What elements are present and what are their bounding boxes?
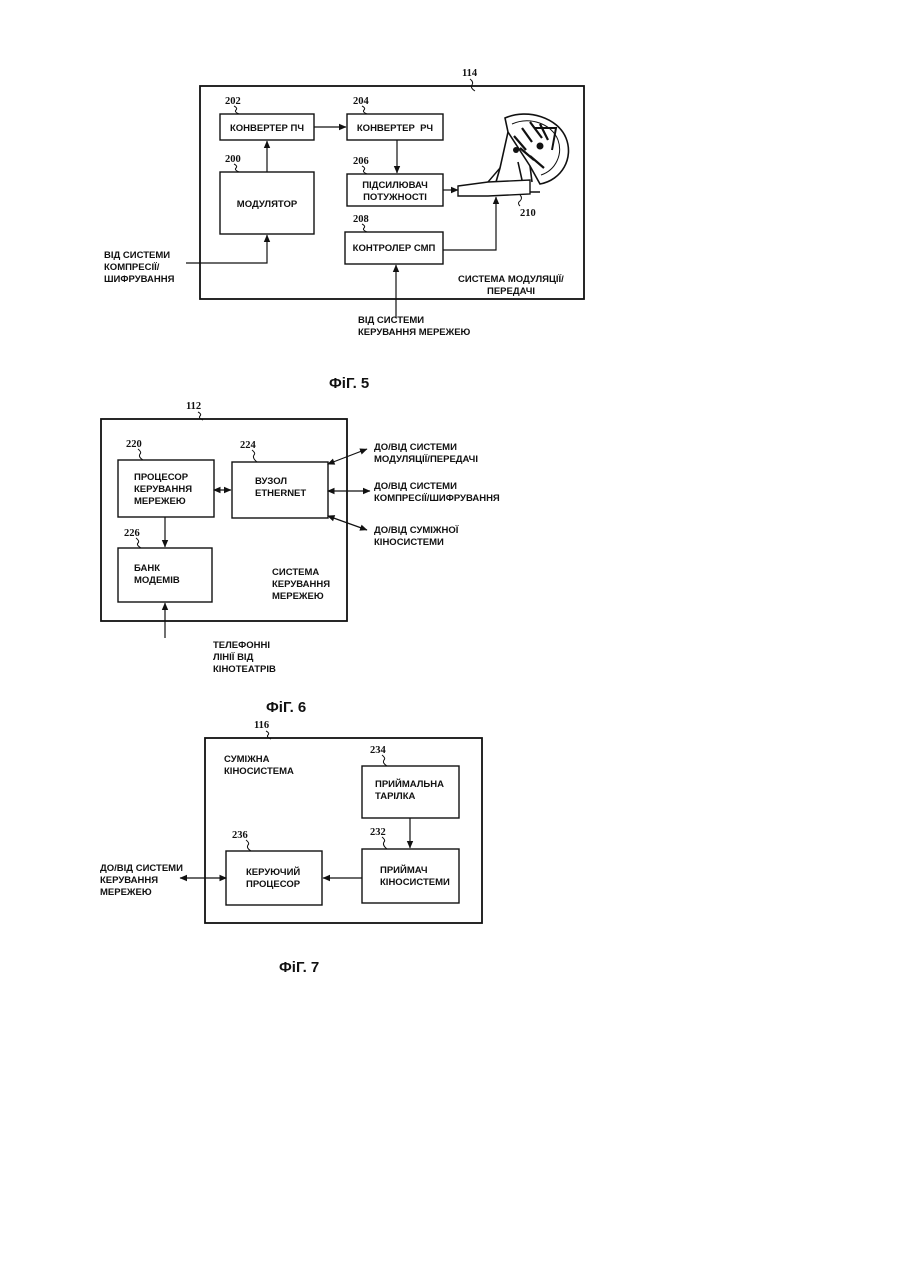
- ref-204: 204: [353, 96, 370, 107]
- ref-204-leader: [362, 106, 367, 114]
- processor-label-3: МЕРЕЖЕЮ: [134, 496, 186, 507]
- figure-7: 116 СУМІЖНА КІНОСИСТЕМА 234 ПРИЙМАЛЬНА Т…: [100, 720, 482, 976]
- ref-234: 234: [370, 745, 387, 756]
- network-input-label-1: ВІД СИСТЕМИ: [358, 315, 424, 326]
- modulation-system-label-1: СИСТЕМА МОДУЛЯЦІЇ/: [458, 274, 564, 285]
- control-processor-label-1: КЕРУЮЧИЙ: [246, 866, 300, 878]
- dish-label-1: ПРИЙМАЛЬНА: [375, 778, 444, 790]
- ref-220: 220: [126, 439, 142, 450]
- modem-bank-label-2: МОДЕМІВ: [134, 575, 180, 586]
- ref-236-leader: [246, 840, 251, 851]
- receiver-label-1: ПРИЙМАЧ: [380, 864, 428, 876]
- ref-208-leader: [362, 224, 367, 232]
- if-converter-label: КОНВЕРТЕР ПЧ: [230, 123, 304, 134]
- link-network-label-1: ДО/ВІД СИСТЕМИ: [100, 863, 183, 874]
- modulator-label: МОДУЛЯТОР: [237, 199, 298, 210]
- link-network-label-3: МЕРЕЖЕЮ: [100, 887, 152, 898]
- dish-label-2: ТАРІЛКА: [375, 791, 416, 802]
- arrow-compression-input: [186, 235, 267, 263]
- receiver-label-2: КІНОСИСТЕМИ: [380, 877, 450, 888]
- link-compression-label-2: КОМПРЕСІЇ/ШИФРУВАННЯ: [374, 493, 500, 504]
- ref-210-leader: [519, 195, 522, 206]
- ref-208: 208: [353, 214, 369, 225]
- figure-6: 112 220 ПРОЦЕСОР КЕРУВАННЯ МЕРЕЖЕЮ 224 В…: [101, 401, 500, 716]
- link-modulation-label-1: ДО/ВІД СИСТЕМИ: [374, 442, 457, 453]
- ref-200: 200: [225, 154, 241, 165]
- ref-114: 114: [462, 68, 478, 79]
- rf-converter-label: КОНВЕРТЕР РЧ: [357, 123, 434, 134]
- controller-label: КОНТРОЛЕР СМП: [353, 243, 436, 254]
- ref-206: 206: [353, 156, 369, 167]
- control-processor-block: [226, 851, 322, 905]
- ref-224-leader: [252, 450, 257, 462]
- ref-226-leader: [136, 538, 141, 548]
- ethernet-label-2: ETHERNET: [255, 488, 306, 499]
- link-modulation-label-2: МОДУЛЯЦІЇ/ПЕРЕДАЧІ: [374, 454, 478, 465]
- ref-114-leader: [470, 79, 475, 91]
- compression-input-label-2: КОМПРЕСІЇ/: [104, 262, 160, 273]
- related-system-label-1: СУМІЖНА: [224, 754, 270, 765]
- ref-232-leader: [382, 837, 387, 849]
- ref-202: 202: [225, 96, 241, 107]
- network-input-label-2: КЕРУВАННЯ МЕРЕЖЕЮ: [358, 327, 471, 338]
- control-processor-label-2: ПРОЦЕСОР: [246, 879, 301, 890]
- figure-6-caption: ФіГ. 6: [266, 699, 306, 716]
- ref-226: 226: [124, 528, 140, 539]
- modulation-system-label-2: ПЕРЕДАЧІ: [487, 286, 535, 297]
- ref-234-leader: [382, 755, 387, 766]
- ref-116: 116: [254, 720, 269, 731]
- power-amplifier-label-1: ПІДСИЛЮВАЧ: [362, 180, 428, 191]
- power-amplifier-label-2: ПОТУЖНОСТІ: [363, 192, 427, 203]
- phone-input-label-1: ТЕЛЕФОННІ: [213, 640, 270, 651]
- satellite-dish-icon: [458, 114, 568, 196]
- phone-input-label-2: ЛІНІЇ ВІД: [213, 652, 254, 663]
- ref-202-leader: [234, 106, 239, 114]
- ref-220-leader: [138, 449, 143, 460]
- figure-5-caption: ФіГ. 5: [329, 375, 369, 392]
- related-system-label-2: КІНОСИСТЕМА: [224, 766, 294, 777]
- figure-5: 114 202 КОНВЕРТЕР ПЧ 204 КОНВЕРТЕР РЧ 20…: [104, 68, 584, 392]
- ethernet-label-1: ВУЗОЛ: [255, 476, 287, 487]
- processor-label-2: КЕРУВАННЯ: [134, 484, 192, 495]
- link-compression-label-1: ДО/ВІД СИСТЕМИ: [374, 481, 457, 492]
- ref-112: 112: [186, 401, 201, 412]
- ref-236: 236: [232, 830, 248, 841]
- modem-bank-label-1: БАНК: [134, 563, 160, 574]
- phone-input-label-3: КІНОТЕАТРІВ: [213, 664, 276, 675]
- compression-input-label-3: ШИФРУВАННЯ: [104, 274, 175, 285]
- ref-224: 224: [240, 440, 257, 451]
- figure-7-caption: ФіГ. 7: [279, 959, 319, 976]
- link-related-label-1: ДО/ВІД СУМІЖНОЇ: [374, 525, 459, 536]
- network-system-label-2: КЕРУВАННЯ: [272, 579, 330, 590]
- ref-232: 232: [370, 827, 386, 838]
- network-system-label-1: СИСТЕМА: [272, 567, 319, 578]
- cinema-receiver-block: [362, 849, 459, 903]
- link-network-label-2: КЕРУВАННЯ: [100, 875, 158, 886]
- ref-210: 210: [520, 208, 536, 219]
- link-related-label-2: КІНОСИСТЕМИ: [374, 537, 444, 548]
- processor-label-1: ПРОЦЕСОР: [134, 472, 189, 483]
- ref-206-leader: [362, 166, 367, 174]
- ref-200-leader: [234, 164, 239, 172]
- network-system-label-3: МЕРЕЖЕЮ: [272, 591, 324, 602]
- compression-input-label-1: ВІД СИСТЕМИ: [104, 250, 170, 261]
- arrow-controller-to-antenna: [443, 197, 496, 250]
